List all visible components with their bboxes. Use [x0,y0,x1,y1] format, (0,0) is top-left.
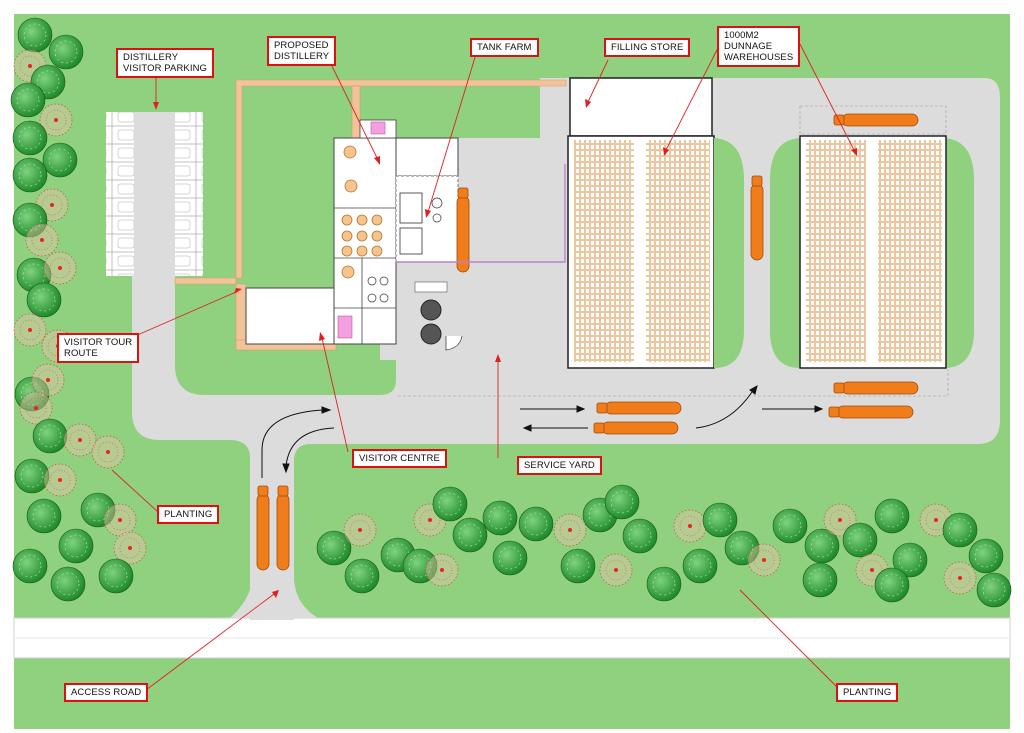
tanker [833,113,919,127]
leader-arrowheads [153,99,857,598]
label-dunnage-warehouses: 1000m2DUNNAGEWAREHOUSES [717,26,801,67]
tanker [256,485,270,571]
label-tank-farm: TANK FARM [470,38,539,57]
label-planting-right: PLANTING [836,683,899,702]
leader-lines [111,43,855,691]
label-access-road: ACCESS ROAD [64,683,149,702]
tour-path-top [174,79,567,285]
tanker [276,485,290,571]
parking-bays-left [106,112,134,276]
tour-path-side [235,283,247,347]
tanker [750,175,764,261]
silo [420,323,442,345]
tanker [593,421,679,435]
tanker [833,381,919,395]
label-visitor-centre: VISITOR CENTRE [352,449,447,468]
traffic-arrows [261,384,824,478]
label-filling-store: FILLING STORE [604,38,691,57]
label-service-yard: SERVICE YARD [517,456,602,475]
visitor-centre-building [245,287,335,345]
tanker [456,187,470,273]
filling-store-building [569,77,713,137]
parking-bays-right [175,112,203,276]
silo [420,299,442,321]
tanker [828,405,914,419]
distillery-building [333,137,397,345]
tanker [596,401,682,415]
label-planting-left: PLANTING [157,505,220,524]
